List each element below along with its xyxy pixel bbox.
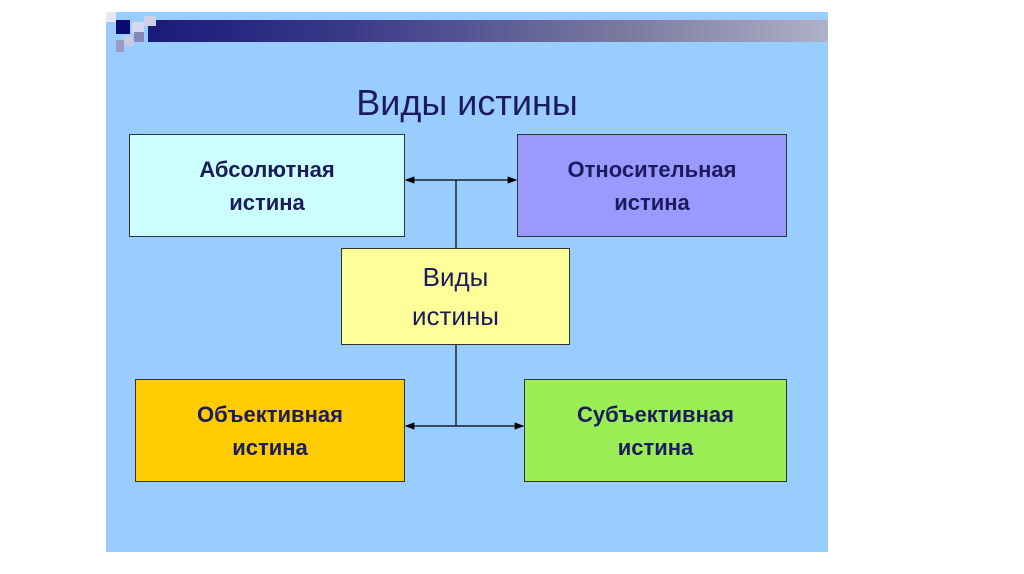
slide-title: Виды истины [356, 82, 578, 123]
decor-square [106, 12, 116, 22]
box-relative-truth: Относительная истина [517, 134, 787, 237]
decor-square [116, 20, 130, 34]
box-label: Виды [422, 261, 489, 292]
box-label: Объективная [197, 401, 343, 427]
box-objective-truth: Объективная истина [135, 379, 405, 482]
box-label: истина [614, 189, 690, 215]
box-label: истина [617, 434, 694, 460]
box-label: Относительная [567, 156, 737, 182]
decor-square [124, 36, 134, 46]
decor-square [134, 32, 144, 42]
box-label: Субъективная [577, 401, 734, 427]
decor-square [144, 16, 156, 26]
box-label: истины [411, 300, 499, 331]
header-gradient-bar [148, 20, 828, 42]
box-label: Абсолютная [199, 156, 335, 182]
box-types-of-truth: Виды истины [341, 248, 570, 345]
box-absolute-truth: Абсолютная истина [129, 134, 405, 237]
decor-square [116, 40, 124, 52]
box-subjective-truth: Субъективная истина [524, 379, 787, 482]
box-label: истина [229, 189, 305, 215]
box-label: истина [232, 434, 308, 460]
decor-square [132, 22, 144, 34]
